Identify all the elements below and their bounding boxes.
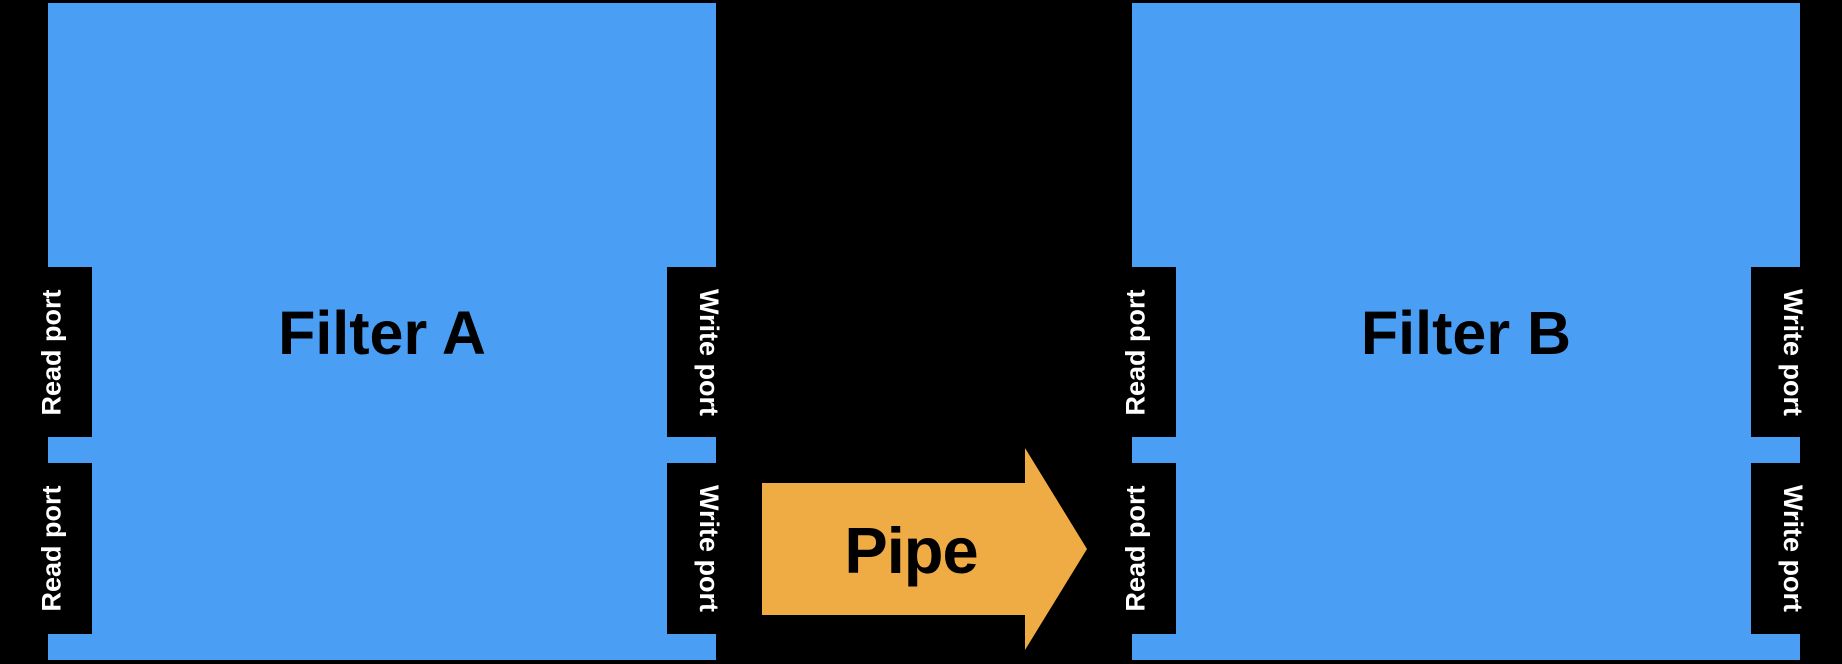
pipe-label: Pipe [844, 514, 978, 587]
pipe-arrow-right-icon [762, 448, 1087, 650]
filter-a-title: Filter A [278, 299, 486, 367]
filter-b-read-port-1-notch [1132, 267, 1176, 437]
filter-a-box: Filter A Read port Read port Write port … [37, 3, 724, 660]
filter-b-box: Filter B Read port Read port Write port … [1121, 3, 1808, 660]
filter-b-read-port-2-notch [1132, 463, 1176, 634]
filter-a-read-port-2-notch [48, 463, 92, 634]
filter-a-read-port-1-notch [48, 267, 92, 437]
filter-a-write-port-1-notch [667, 267, 716, 437]
filter-a-write-port-2-notch [667, 463, 716, 634]
filter-b-write-port-2-notch [1751, 463, 1800, 634]
filter-b-write-port-1-notch [1751, 267, 1800, 437]
filter-b-title: Filter B [1360, 299, 1572, 367]
